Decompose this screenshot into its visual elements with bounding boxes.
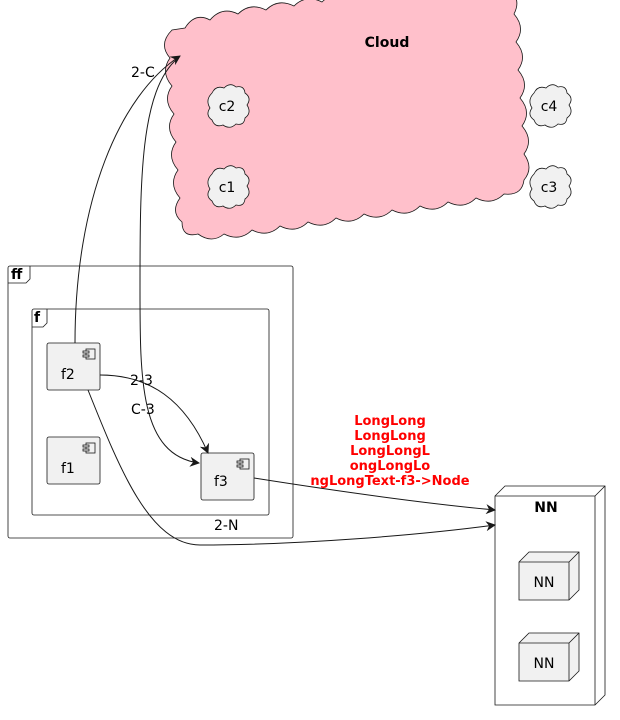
cloud-shape [164,0,530,240]
frame-f-tab [32,309,48,328]
edge-f2-to-f3[interactable]: 2-3 [99,373,209,454]
edge-f3-nn-label-line-2: LongLong [354,429,426,444]
cloud-container[interactable]: Cloud c2 c4 c1 c3 [164,0,572,240]
edge-f3-nn-label-line-1: LongLong [354,414,426,429]
c4-cloud-shape [529,84,572,128]
component-f3[interactable]: f3 [200,452,255,501]
c3-cloud-shape [529,165,572,209]
edge-cloud-f3-line [139,57,200,467]
nn-node-edges [495,485,606,705]
c3-label: c3 [541,180,558,196]
component-icon [82,442,96,454]
edge-f2-nn-label: 2-N [214,518,238,534]
edge-f2-nn-line [87,389,496,546]
c1-cloud-shape [207,165,250,209]
edge-f3-nn-label-line-4: ongLongLo [350,459,431,474]
frame-ff-tab [8,266,31,284]
nn-child-node-2[interactable]: NN [518,632,580,682]
edge-f2-f3-label: 2-3 [130,373,153,389]
f2-label: f2 [61,367,75,383]
frame-ff[interactable]: ff [7,265,294,539]
f1-label: f1 [61,461,75,477]
component-icon [82,348,96,360]
c2-cloud-shape [207,84,250,128]
cloud-item-c2[interactable]: c2 [207,84,250,128]
cloud-item-c3[interactable]: c3 [529,165,572,209]
frame-f-border [31,308,270,516]
frame-ff-title: ff [11,267,23,283]
edge-f3-nn-label-line-5: ngLongText-f3->Node [310,474,469,489]
nn-node-title: NN [534,500,557,516]
nn-child-2-label: NN [534,656,555,672]
frame-f-title: f [34,310,41,326]
edge-f3-nn-label-line-3: LongLongL [350,444,430,459]
cloud-item-c4[interactable]: c4 [529,84,572,128]
node-nn[interactable]: NN NN NN [494,485,606,706]
frame-f[interactable]: f [31,308,270,516]
nn-child-1-label: NN [534,575,555,591]
edge-f3-nn-line [253,477,496,515]
edge-f2-to-nn[interactable]: 2-N [87,389,496,546]
edge-f2-f3-line [99,374,209,454]
cloud-item-c1[interactable]: c1 [207,165,250,209]
component-f2[interactable]: f2 [46,342,101,391]
nn-child-node-1[interactable]: NN [518,551,580,601]
c2-label: c2 [219,99,236,115]
cloud-title: Cloud [365,35,410,51]
frame-ff-border [7,265,294,539]
component-f1[interactable]: f1 [46,436,101,485]
edge-f2-cloud-line [74,55,181,344]
edge-f2-to-cloud[interactable]: 2-C [74,55,181,344]
c1-label: c1 [219,180,236,196]
c4-label: c4 [541,99,558,115]
component-icon [236,458,250,470]
edge-f3-to-nn[interactable]: LongLong LongLong LongLongL ongLongLo ng… [253,414,496,515]
edge-cloud-to-f3[interactable]: C-3 [131,57,200,467]
edge-f2-cloud-label: 2-C [131,65,155,81]
edge-cloud-f3-label: C-3 [131,402,155,418]
f3-label: f3 [214,474,228,490]
